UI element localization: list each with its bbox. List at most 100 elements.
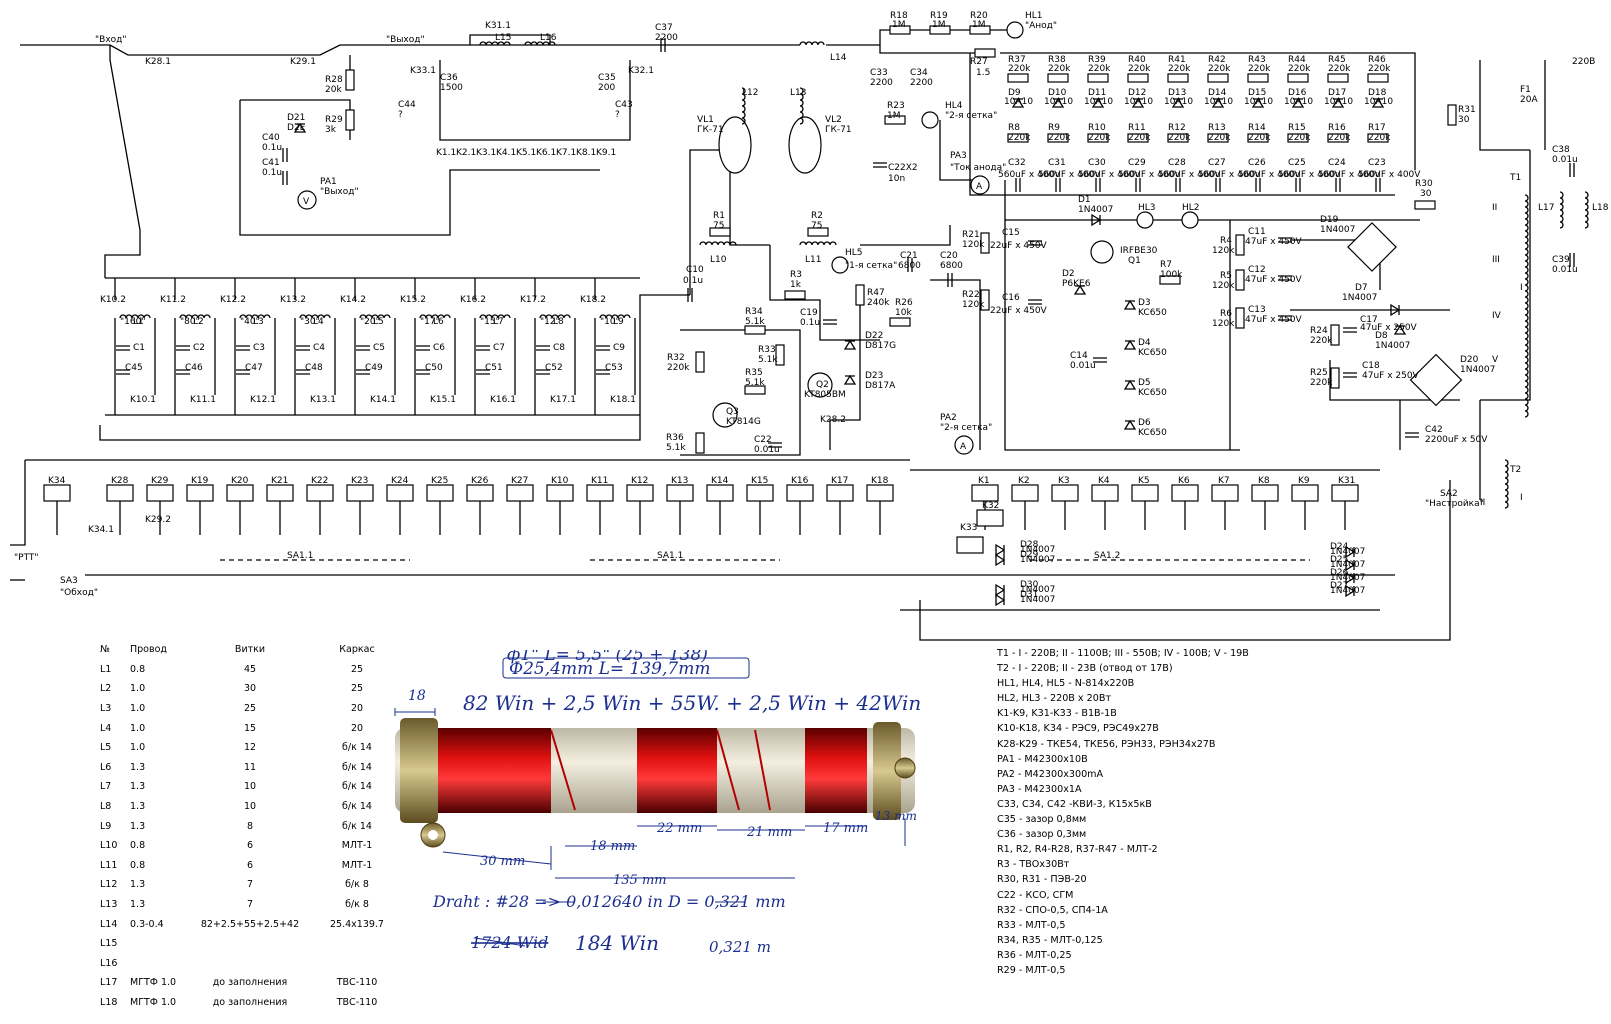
relay-K22 — [306, 484, 334, 502]
part-ref: D1 — [1078, 195, 1091, 205]
component-note: R29 - МЛТ-0,5 — [997, 964, 1066, 976]
part-val: ? — [398, 110, 403, 120]
ladder-val: 220k — [1128, 64, 1151, 74]
cap-label: C4 — [313, 343, 325, 353]
part-val: D2E — [287, 123, 306, 133]
part-ref: R32 — [667, 353, 685, 363]
ladder-ref: R14 — [1248, 123, 1266, 133]
diode-D21 — [293, 122, 307, 133]
coil-label: L15 — [495, 33, 511, 43]
relay-K4 — [1091, 484, 1119, 502]
ladder-val: 220k — [1368, 64, 1391, 74]
part-ref: C44 — [398, 100, 416, 110]
cell-coil: L7 — [100, 781, 112, 793]
ladder-ref: R13 — [1208, 123, 1226, 133]
cell-wire: 0.8 — [130, 859, 146, 871]
ladder-ref: R12 — [1168, 123, 1186, 133]
part-val: 1M — [887, 111, 901, 121]
ladder-cap-ref: C28 — [1168, 158, 1186, 168]
band-cap-C1 — [116, 345, 130, 351]
ladder-ref: R41 — [1168, 55, 1186, 65]
tvs-D2 — [1073, 284, 1087, 295]
resistor-r29 — [345, 109, 355, 131]
cell-former: ТВС-110 — [336, 977, 378, 989]
io-label: 220В — [1572, 57, 1595, 67]
cap-label: C2 — [193, 343, 205, 353]
lamp-caption: "2-я сетка" — [945, 111, 997, 121]
capacitor-C21 — [907, 258, 913, 272]
ladder-ref: R42 — [1208, 55, 1226, 65]
component-note: C36 - зазор 0,3мм — [997, 829, 1087, 841]
var-cap-label: C51 — [485, 363, 503, 373]
part-val: 0.1u — [683, 276, 703, 286]
winding-label: IV — [1492, 311, 1502, 321]
relay-K31 — [1331, 484, 1359, 502]
ladder-ref: R15 — [1288, 123, 1306, 133]
capacitor-c13 — [1278, 315, 1292, 321]
part-val: 1N4007 — [1342, 293, 1377, 303]
part-val: 47uF x 450V — [1245, 315, 1303, 325]
band-cap-C4 — [296, 345, 310, 351]
ladder-ref: D14 — [1208, 88, 1227, 98]
inductor-L14 — [799, 41, 825, 46]
relay-contact-label: K1.1 — [436, 148, 456, 158]
part-val: 5.1k — [745, 317, 765, 327]
part-val: 1500 — [440, 83, 463, 93]
resistor-r24 — [1330, 324, 1340, 346]
coil-label: L17 — [1538, 203, 1554, 213]
relay-label: K21 — [271, 476, 288, 486]
ladder-cap-ref: C27 — [1208, 158, 1226, 168]
cell-coil: L16 — [100, 957, 118, 969]
relay-contact-label: K15.2 — [400, 295, 426, 305]
zener-line — [829, 300, 861, 450]
mains-filter — [1480, 150, 1531, 401]
mosfet-Q1 — [1090, 240, 1114, 264]
ladder-val: 10A10 — [1324, 97, 1353, 107]
part-val: ? — [615, 110, 620, 120]
capacitor-C19 — [823, 319, 837, 325]
component-note: R34, R35 - МЛТ-0,125 — [997, 934, 1103, 946]
cell-turns: 82+2.5+55+2.5+42 — [200, 918, 300, 930]
band-coil-L3 — [239, 314, 271, 319]
ladder-cap-val: 560uF x 400V — [1318, 170, 1381, 180]
relay-label: K26 — [471, 476, 489, 486]
cell-former: б/к 14 — [342, 801, 372, 813]
relay-K8 — [1251, 484, 1279, 502]
band-var-cap-C51 — [476, 369, 490, 375]
part-ref: C12 — [1248, 265, 1266, 275]
relay-contact-label: K14.2 — [340, 295, 366, 305]
band-cap-C3 — [236, 345, 250, 351]
relay-label: K12 — [631, 476, 648, 486]
cap-label: C8 — [553, 343, 565, 353]
ladder-frame — [969, 53, 1395, 196]
component-note: R3 - ТВОx30Вт — [997, 859, 1070, 871]
cell-coil: L3 — [100, 703, 112, 715]
ladder-val: 220k — [1048, 133, 1071, 143]
dim-18: 18 — [408, 688, 426, 704]
part-val: 120k — [962, 240, 985, 250]
capacitor-C20 — [947, 273, 953, 287]
ladder-cap-val: 560uF x 400V — [998, 170, 1061, 180]
wiring — [10, 29, 1546, 641]
part-ref: R5 — [1220, 271, 1232, 281]
inductor-L15 — [479, 41, 511, 46]
cell-coil: L12 — [100, 879, 118, 891]
part-val: 200 — [598, 83, 615, 93]
relay-label: K14 — [711, 476, 729, 486]
part-val: 1N4007 — [1020, 595, 1055, 605]
io-label: "Вход" — [95, 35, 127, 45]
capacitor-C14 — [1093, 357, 1107, 363]
cell-wire: 1.3 — [130, 761, 146, 773]
lamp-HL2 — [1181, 211, 1199, 229]
part-val: Q1 — [1128, 256, 1141, 266]
cell-coil: L17 — [100, 977, 118, 989]
part-val: 22uF x 450V — [990, 241, 1048, 251]
part-val: 20k — [325, 85, 342, 95]
ladder-cap-C32 — [1015, 178, 1021, 192]
ladder-resistor-R41 — [1167, 73, 1189, 83]
cell-former: б/к 14 — [342, 742, 372, 754]
ladder-diode-D16 — [1291, 97, 1305, 108]
